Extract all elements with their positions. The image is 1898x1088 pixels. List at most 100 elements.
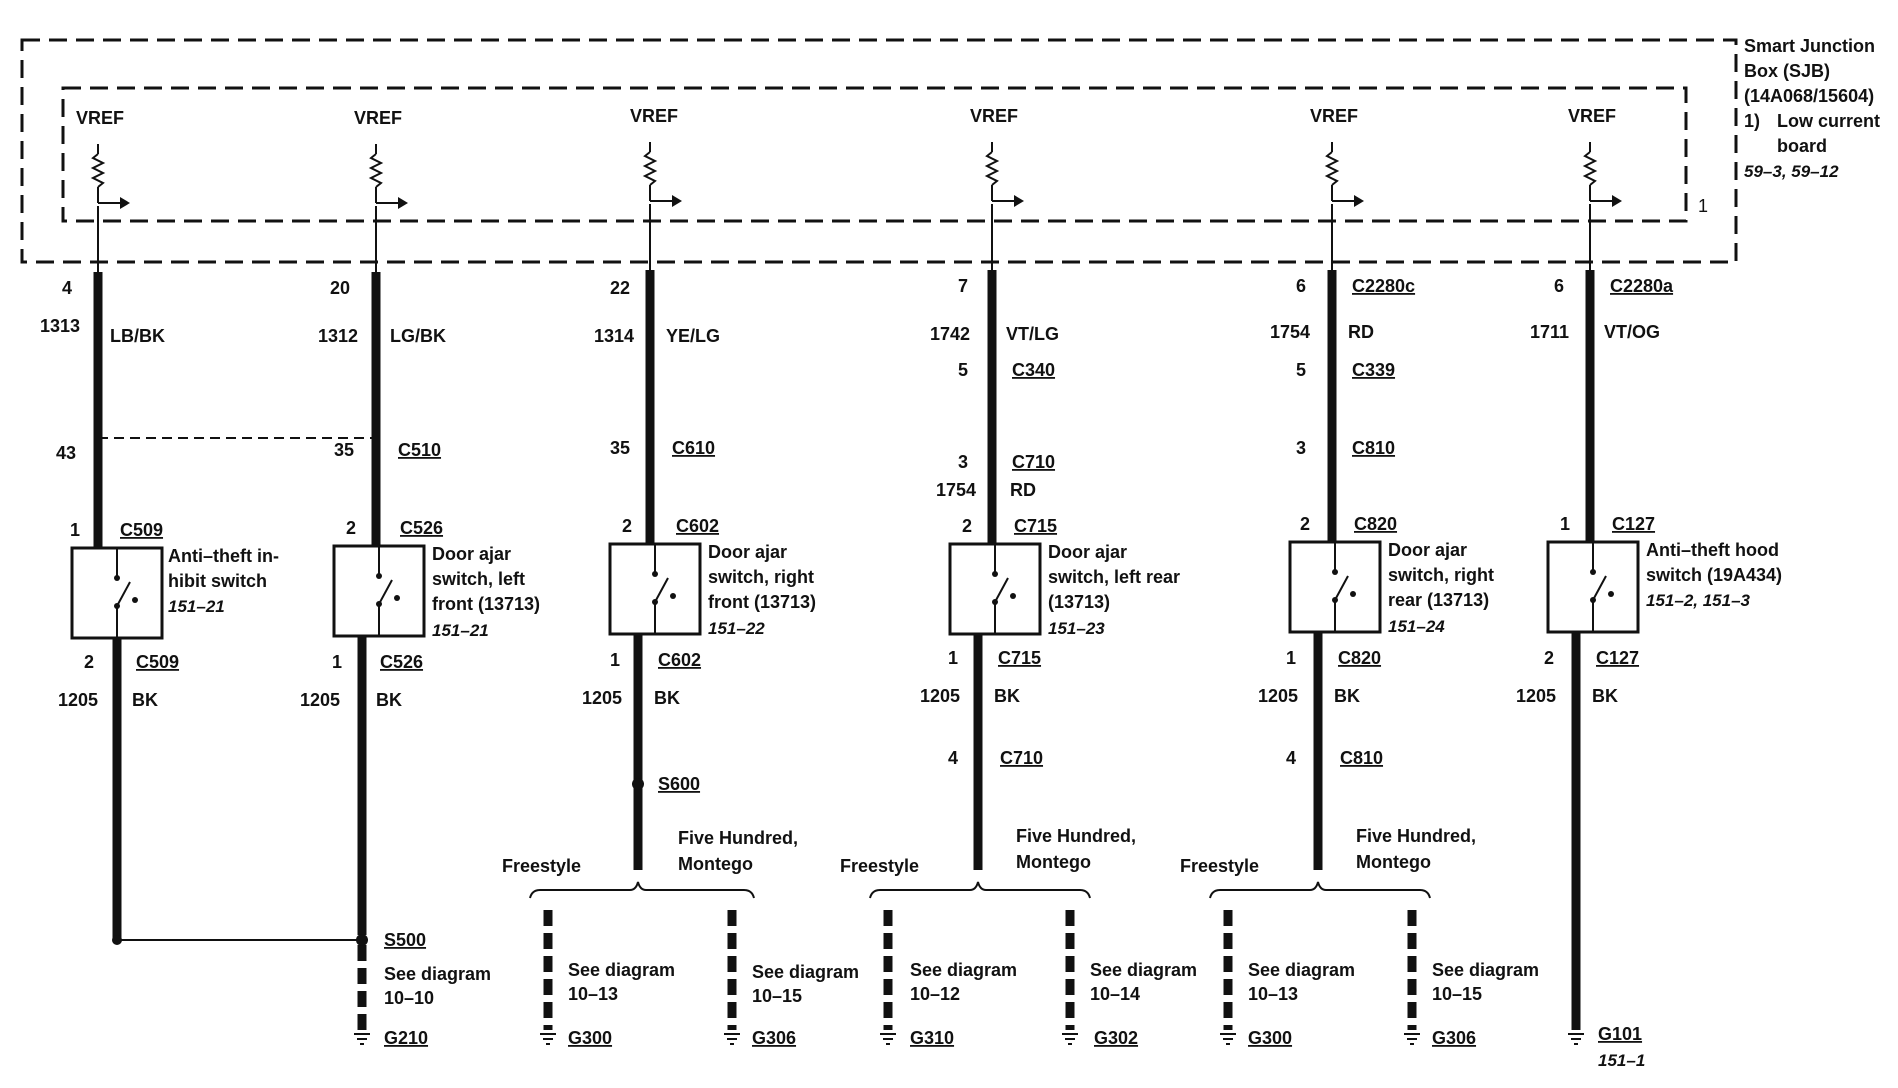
branch-bracket <box>1209 881 1431 899</box>
switch-name-line2: switch (19A434) <box>1646 565 1782 585</box>
ground-icon <box>879 1033 897 1045</box>
switch-ref: 151–23 <box>1048 619 1105 638</box>
sjb-pin: 6 <box>1296 276 1306 296</box>
pullup-resistor-icon <box>986 141 1025 208</box>
branch-five-hundred: Five Hundred, <box>1356 826 1476 846</box>
switch-name-line3: rear (13713) <box>1388 590 1489 610</box>
circuit-column-5: VREF 6 C2280c 1754 RD 5 C339 3 C810 2 C8… <box>1180 106 1539 1048</box>
see-diagram-label: See diagram <box>384 964 491 984</box>
ground-label: G302 <box>1094 1028 1138 1048</box>
see-diagram-number: 10–13 <box>568 984 618 1004</box>
switch-connector: C820 <box>1354 514 1397 534</box>
ground-label: G306 <box>752 1028 796 1048</box>
ground-color: BK <box>1592 686 1618 706</box>
splice-label: S600 <box>658 774 700 794</box>
sjb-connector: C2280c <box>1352 276 1415 296</box>
module-name-line1: Smart Junction <box>1744 36 1875 56</box>
ground-circuit: 1205 <box>582 688 622 708</box>
switch-name-line1: Anti–theft hood <box>1646 540 1779 560</box>
branch-freestyle: Freestyle <box>840 856 919 876</box>
extra-circuit: 1754 <box>936 480 976 500</box>
switch-ref: 151–2, 151–3 <box>1646 591 1751 610</box>
see-diagram-number: 10–12 <box>910 984 960 1004</box>
switch-ref: 151–24 <box>1388 617 1445 636</box>
ground-icon <box>1061 1033 1079 1045</box>
switch-ref: 151–21 <box>432 621 489 640</box>
branch-freestyle: Freestyle <box>502 856 581 876</box>
switch-connector-bottom: C509 <box>136 652 179 672</box>
switch-name-line2: switch, right <box>708 567 814 587</box>
switch-icon <box>1288 540 1382 634</box>
sjb-pin: 6 <box>1554 276 1564 296</box>
vref-label: VREF <box>1310 106 1358 126</box>
vref-label: VREF <box>970 106 1018 126</box>
branch-five-hundred: Five Hundred, <box>678 828 798 848</box>
switch-name-line1: Door ajar <box>1388 540 1467 560</box>
ground-color: BK <box>376 690 402 710</box>
connector-label: C510 <box>398 440 441 460</box>
vref-label: VREF <box>76 108 124 128</box>
connector-pin: 35 <box>334 440 354 460</box>
switch-pin-top: 1 <box>70 520 80 540</box>
pullup-resistor-icon <box>370 143 409 210</box>
module-name-line2: Box (SJB) <box>1744 61 1830 81</box>
pullup-resistor-icon <box>1326 141 1365 208</box>
switch-name-line2: switch, right <box>1388 565 1494 585</box>
ground-circuit: 1205 <box>1258 686 1298 706</box>
circuit-number: 1754 <box>1270 322 1310 342</box>
see-diagram-number: 10–13 <box>1248 984 1298 1004</box>
connector-label: C339 <box>1352 360 1395 380</box>
switch-ref: 151–22 <box>708 619 765 638</box>
wire-color: LB/BK <box>110 326 165 346</box>
module-board-line1: Low current <box>1777 111 1880 131</box>
circuit-number: 1312 <box>318 326 358 346</box>
switch-name-line1: Door ajar <box>432 544 511 564</box>
see-diagram-number: 10–14 <box>1090 984 1140 1004</box>
switch-pin-bottom: 1 <box>948 648 958 668</box>
switch-pin-bottom: 1 <box>1286 648 1296 668</box>
pullup-resistor-icon <box>644 141 683 208</box>
see-diagram-label: See diagram <box>1090 960 1197 980</box>
connector-pin: 3 <box>958 452 968 472</box>
circuit-column-4: VREF 7 1742 VT/LG 5 C340 3 C710 1754 RD … <box>840 106 1197 1048</box>
ground-label: G306 <box>1432 1028 1476 1048</box>
branch-montego: Montego <box>1016 852 1091 872</box>
circuit-number: 1313 <box>40 316 80 336</box>
switch-pin-top: 2 <box>962 516 972 536</box>
sjb-pin: 20 <box>330 278 350 298</box>
ground-circuit: 1205 <box>1516 686 1556 706</box>
connector-label: C810 <box>1340 748 1383 768</box>
connector-pin: 5 <box>958 360 968 380</box>
ground-circuit: 1205 <box>58 690 98 710</box>
ground-icon <box>1567 1033 1585 1045</box>
sjb-pin: 7 <box>958 276 968 296</box>
sjb-pin: 22 <box>610 278 630 298</box>
circuit-number: 1742 <box>930 324 970 344</box>
switch-connector: C602 <box>676 516 719 536</box>
see-diagram-label: See diagram <box>910 960 1017 980</box>
switch-connector-bottom: C127 <box>1596 648 1639 668</box>
switch-name-line1: Door ajar <box>708 542 787 562</box>
ground-label: G300 <box>1248 1028 1292 1048</box>
switch-name-line2: switch, left rear <box>1048 567 1180 587</box>
vref-label: VREF <box>630 106 678 126</box>
sjb-pin: 4 <box>62 278 72 298</box>
ground-ref: 151–1 <box>1598 1051 1645 1070</box>
see-diagram-number: 10–15 <box>1432 984 1482 1004</box>
switch-name-line1: Anti–theft in- <box>168 546 279 566</box>
see-diagram-label: See diagram <box>1432 960 1539 980</box>
vref-label: VREF <box>1568 106 1616 126</box>
connector-pin: 43 <box>56 443 76 463</box>
connector-label: C610 <box>672 438 715 458</box>
switch-name-line3: (13713) <box>1048 592 1110 612</box>
switch-pin-bottom: 2 <box>1544 648 1554 668</box>
ground-icon <box>723 1033 741 1045</box>
see-diagram-label: See diagram <box>568 960 675 980</box>
switch-name-line2: switch, left <box>432 569 525 589</box>
wire-color: VT/LG <box>1006 324 1059 344</box>
switch-pin-bottom: 1 <box>610 650 620 670</box>
switch-connector: C526 <box>400 518 443 538</box>
ground-color: BK <box>654 688 680 708</box>
ground-icon <box>1403 1033 1421 1045</box>
branch-bracket <box>869 881 1091 899</box>
